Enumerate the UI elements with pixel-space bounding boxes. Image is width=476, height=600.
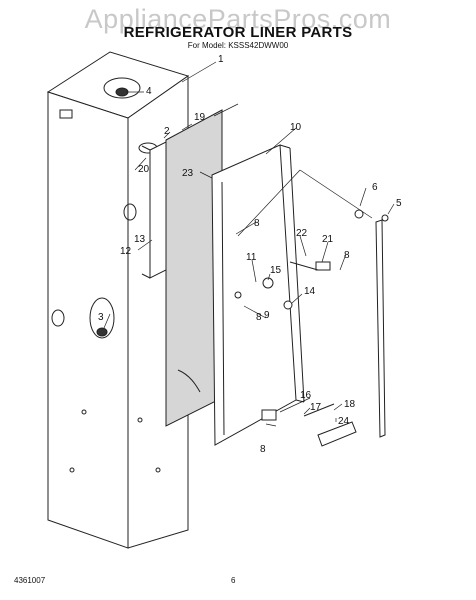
callout-number: 2 (164, 126, 170, 137)
callout-number: 14 (304, 286, 316, 297)
footer-code: 4361007 (14, 576, 46, 585)
callout-number: 8 (256, 312, 262, 323)
callout-number: 22 (296, 228, 308, 239)
callout-number: 24 (338, 416, 350, 427)
liner-panel (211, 144, 305, 446)
side-rail (375, 219, 386, 438)
model-subtitle: For Model: KSSS42DWW00 (187, 41, 289, 50)
cabinet-shell (46, 51, 190, 549)
callout-number: 8 (254, 218, 260, 229)
callout-number: 20 (138, 164, 150, 175)
callout-number: 4 (146, 86, 152, 97)
callout-number: 17 (310, 402, 322, 413)
callout-number: 8 (260, 444, 266, 455)
callout-number: 10 (290, 122, 302, 133)
callout-number: 11 (246, 252, 257, 263)
callout-number: 18 (344, 399, 356, 410)
callout-number: 21 (322, 234, 334, 245)
footer-page-number: 6 (231, 576, 236, 585)
callout-number: 16 (300, 390, 312, 401)
callout-number: 15 (270, 265, 282, 276)
diagram-title: REFRIGERATOR LINER PARTS (123, 24, 353, 41)
callout-number: 12 (120, 246, 132, 257)
small-parts (234, 209, 389, 447)
watermark: AppliancePartsPros.com (84, 4, 392, 34)
callout-number: 6 (372, 182, 378, 193)
callout-number: 8 (344, 250, 350, 261)
callout-number: 5 (396, 198, 402, 209)
callout-number: 1 (218, 54, 224, 65)
callout-number: 3 (98, 312, 104, 323)
callout-number: 9 (264, 310, 270, 321)
callout-number: 23 (182, 168, 194, 179)
callout-number: 19 (194, 112, 206, 123)
leader-lines (103, 61, 395, 427)
callout-number: 13 (134, 234, 146, 245)
